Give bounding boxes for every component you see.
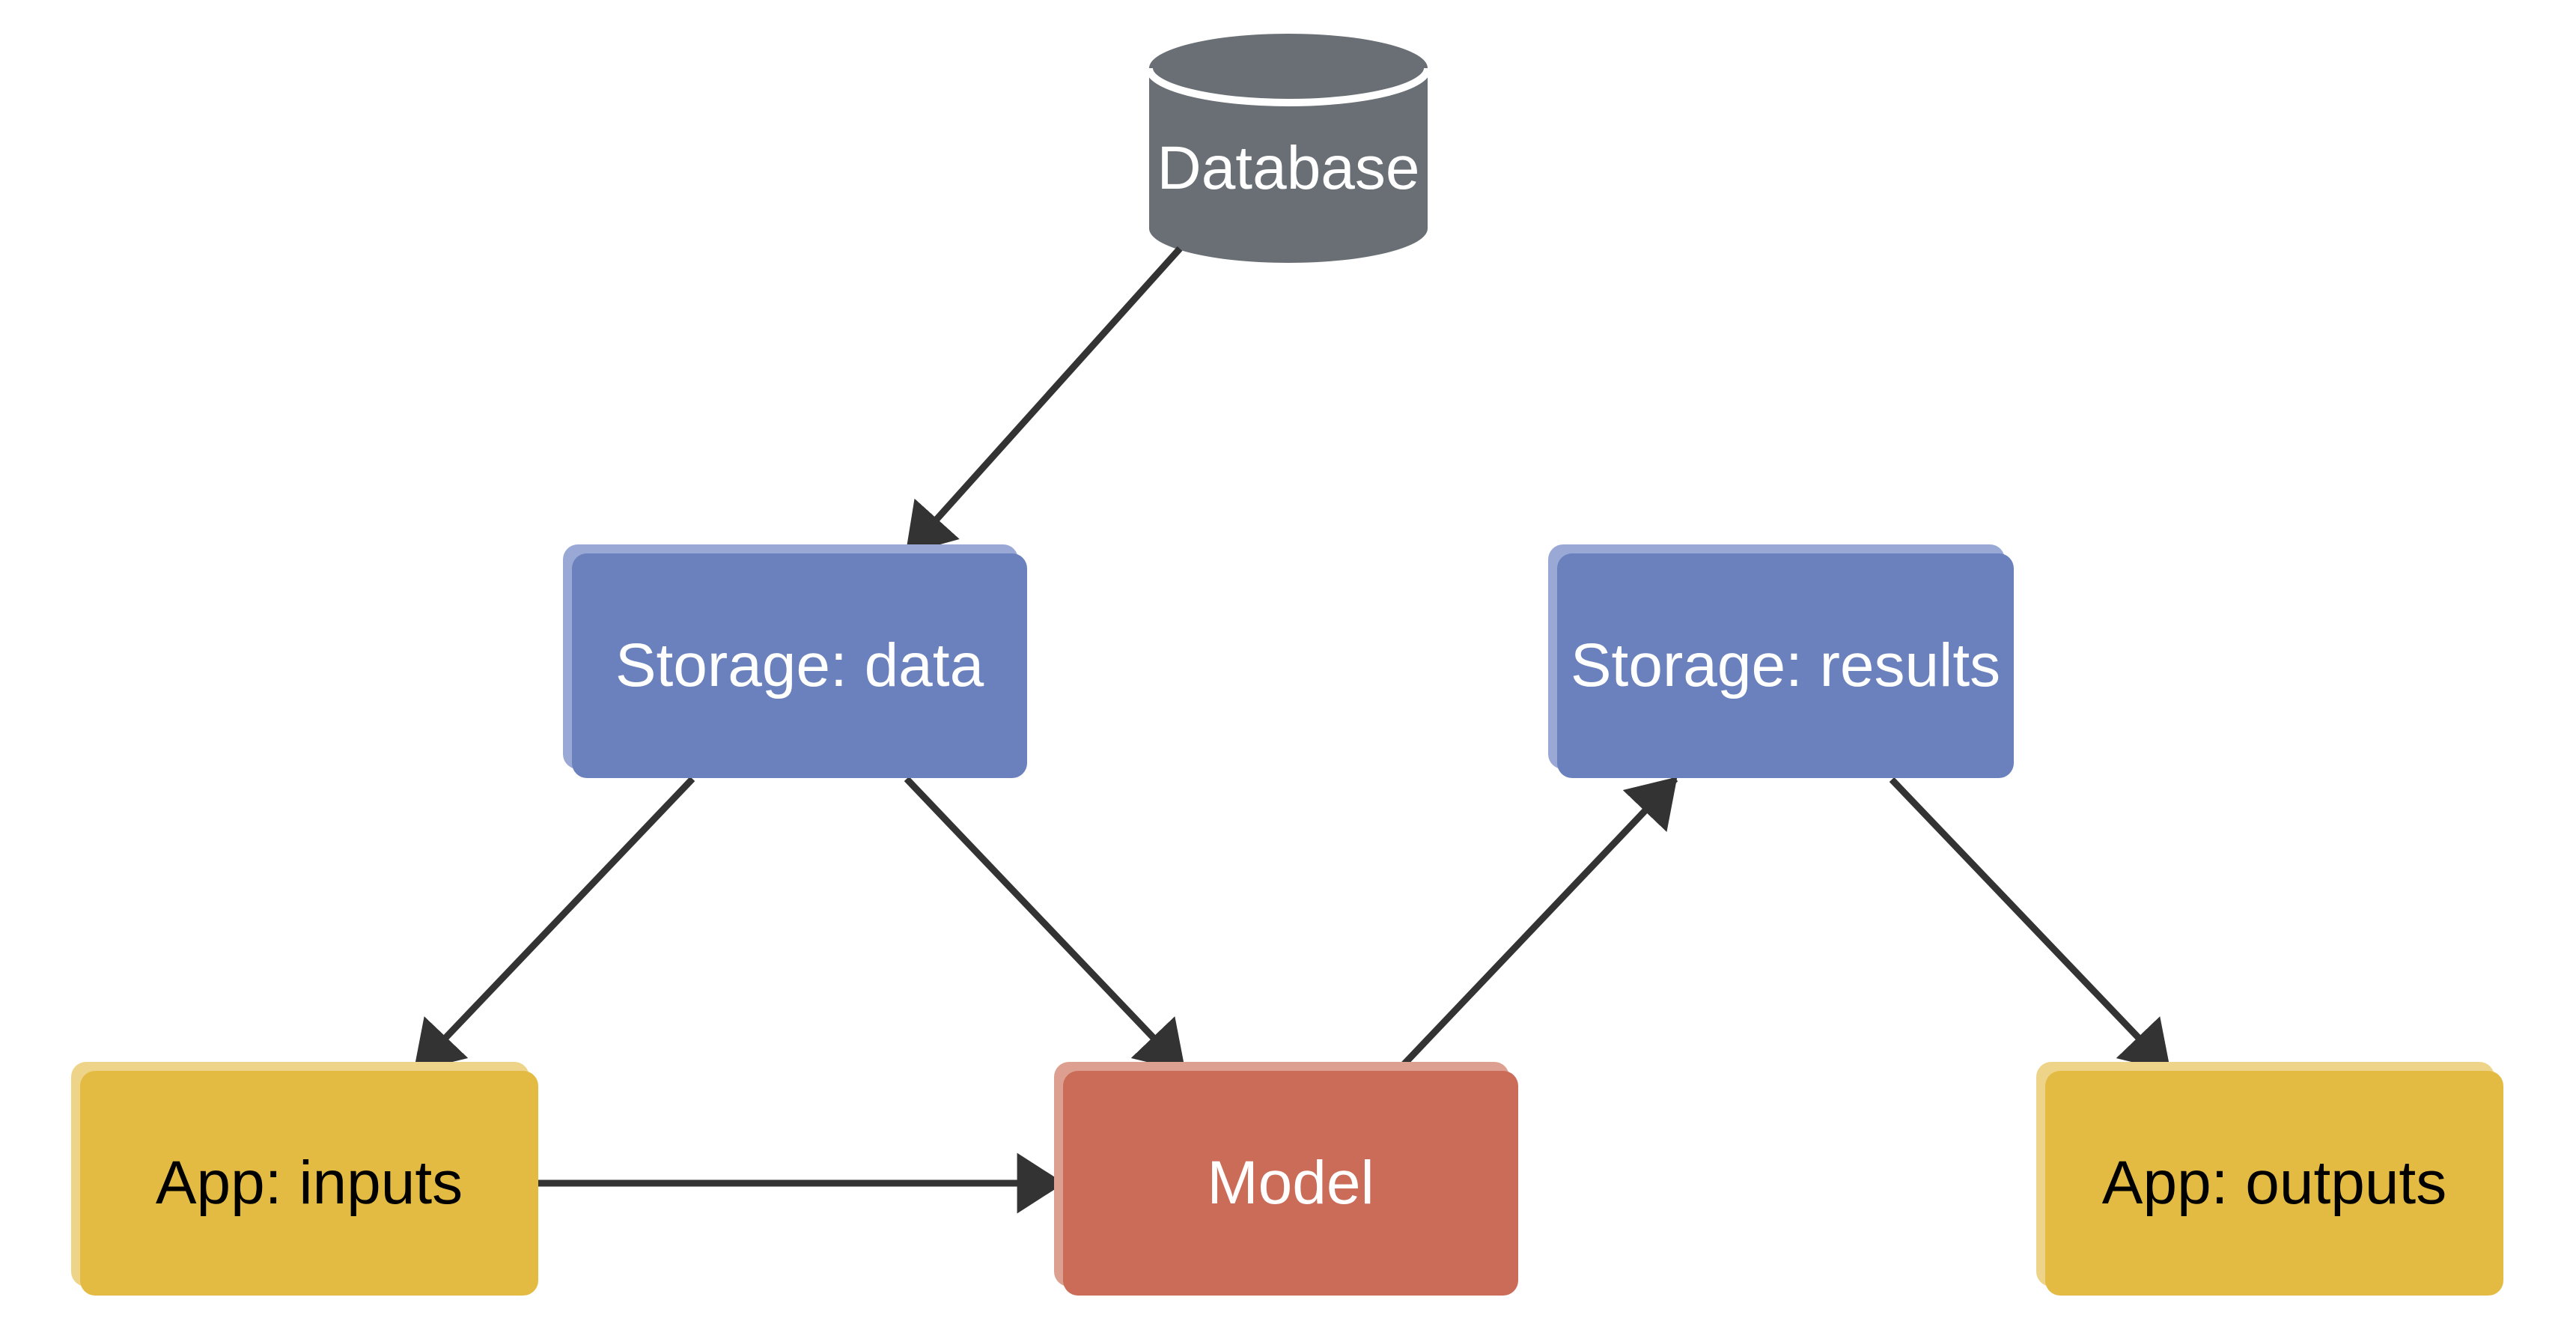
node-app-inputs: App: inputs [80, 1071, 538, 1296]
node-storage-results: Storage: results [1557, 553, 2014, 778]
node-database-label: Database [1157, 134, 1420, 202]
edge-storage-results-to-app-outputs [1889, 777, 2172, 1072]
node-app-outputs: App: outputs [2045, 1071, 2503, 1296]
node-model-label: Model [1207, 1148, 1374, 1217]
node-storage-results-label: Storage: results [1570, 631, 2001, 699]
database-cylinder [1145, 34, 1431, 263]
database-cylinder-body [1149, 68, 1428, 263]
node-model: Model [1063, 1071, 1518, 1296]
edge-database-to-storage-data [904, 246, 1183, 555]
node-app-inputs-label: App: inputs [155, 1148, 463, 1217]
edge-storage-data-to-model [904, 776, 1187, 1072]
database-cylinder-rim [1145, 67, 1431, 106]
node-app-outputs-label: App: outputs [2101, 1148, 2447, 1217]
node-storage-data: Storage: data [572, 553, 1027, 778]
database-cylinder-top [1149, 34, 1428, 103]
node-database: Database [1149, 112, 1428, 225]
edge-storage-data-to-app-inputs [412, 776, 695, 1072]
node-storage-data-label: Storage: data [615, 631, 984, 699]
edge-model-to-storage-results [1394, 776, 1678, 1075]
